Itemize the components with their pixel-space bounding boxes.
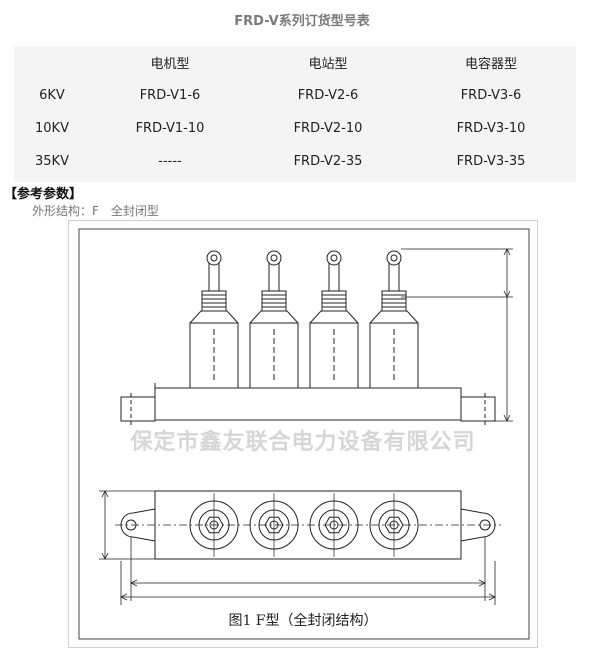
table-header-cell: 电站型 bbox=[308, 57, 348, 72]
table-header-cell bbox=[14, 46, 90, 79]
table-cell: ----- bbox=[158, 154, 182, 169]
table-row: 6KV FRD-V1-6 FRD-V2-6 FRD-V3-6 bbox=[14, 79, 576, 112]
table-header-row: 电机型 电站型 电容器型 bbox=[14, 46, 576, 79]
table-row: 10KV FRD-V1-10 FRD-V2-10 FRD-V3-10 bbox=[14, 112, 576, 145]
table-cell: FRD-V2-6 bbox=[297, 88, 359, 103]
table-header-cell: 电容器型 bbox=[464, 57, 517, 72]
table-cell: FRD-V2-10 bbox=[293, 121, 363, 136]
page-title: FRD-V系列订货型号表 bbox=[234, 14, 370, 29]
arrester-unit-2 bbox=[249, 250, 299, 389]
table-cell: FRD-V1-10 bbox=[135, 121, 205, 136]
front-dimension-lines bbox=[401, 248, 513, 422]
arrester-unit-4 bbox=[369, 250, 419, 389]
reference-heading: 【参考参数】 bbox=[4, 187, 83, 202]
top-bushing-4 bbox=[369, 493, 419, 557]
left-end-tab bbox=[120, 396, 156, 422]
table-cell: 10KV bbox=[35, 121, 69, 136]
table-cell: FRD-V1-6 bbox=[139, 88, 201, 103]
table-cell: FRD-V3-6 bbox=[460, 88, 522, 103]
drawing-frame bbox=[78, 228, 530, 640]
shape-label: 外形结构：F 全封闭型 bbox=[32, 204, 159, 218]
table-cell: FRD-V3-10 bbox=[456, 121, 526, 136]
arrester-unit-3 bbox=[309, 250, 359, 389]
table-cell: 6KV bbox=[39, 88, 65, 103]
drawing-svg bbox=[78, 228, 530, 640]
top-bushing-3 bbox=[309, 493, 359, 557]
table-cell: FRD-V3-35 bbox=[456, 154, 526, 169]
table-cell: FRD-V2-35 bbox=[293, 154, 363, 169]
top-bushing-2 bbox=[249, 493, 299, 557]
table-row: 35KV ----- FRD-V2-35 FRD-V3-35 bbox=[14, 145, 576, 178]
technical-drawing: 保定市鑫友联合电力设备有限公司 图1 F型（全封闭结构） bbox=[68, 220, 538, 648]
arrester-unit-1 bbox=[189, 250, 239, 389]
model-table: 电机型 电站型 电容器型 6KV FRD-V1-6 FRD-V2-6 FRD-V… bbox=[14, 46, 576, 182]
top-dimension-lines bbox=[99, 490, 496, 605]
table-header-cell: 电机型 bbox=[150, 57, 190, 72]
base-bar bbox=[154, 387, 462, 421]
company-watermark: 保定市鑫友联合电力设备有限公司 bbox=[130, 430, 476, 455]
table-cell: 35KV bbox=[35, 154, 69, 169]
drawing-caption: 图1 F型（全封闭结构） bbox=[228, 613, 378, 629]
top-view bbox=[99, 490, 501, 605]
top-bushing-1 bbox=[189, 493, 239, 557]
right-end-tab bbox=[460, 396, 496, 422]
front-view bbox=[120, 248, 513, 425]
